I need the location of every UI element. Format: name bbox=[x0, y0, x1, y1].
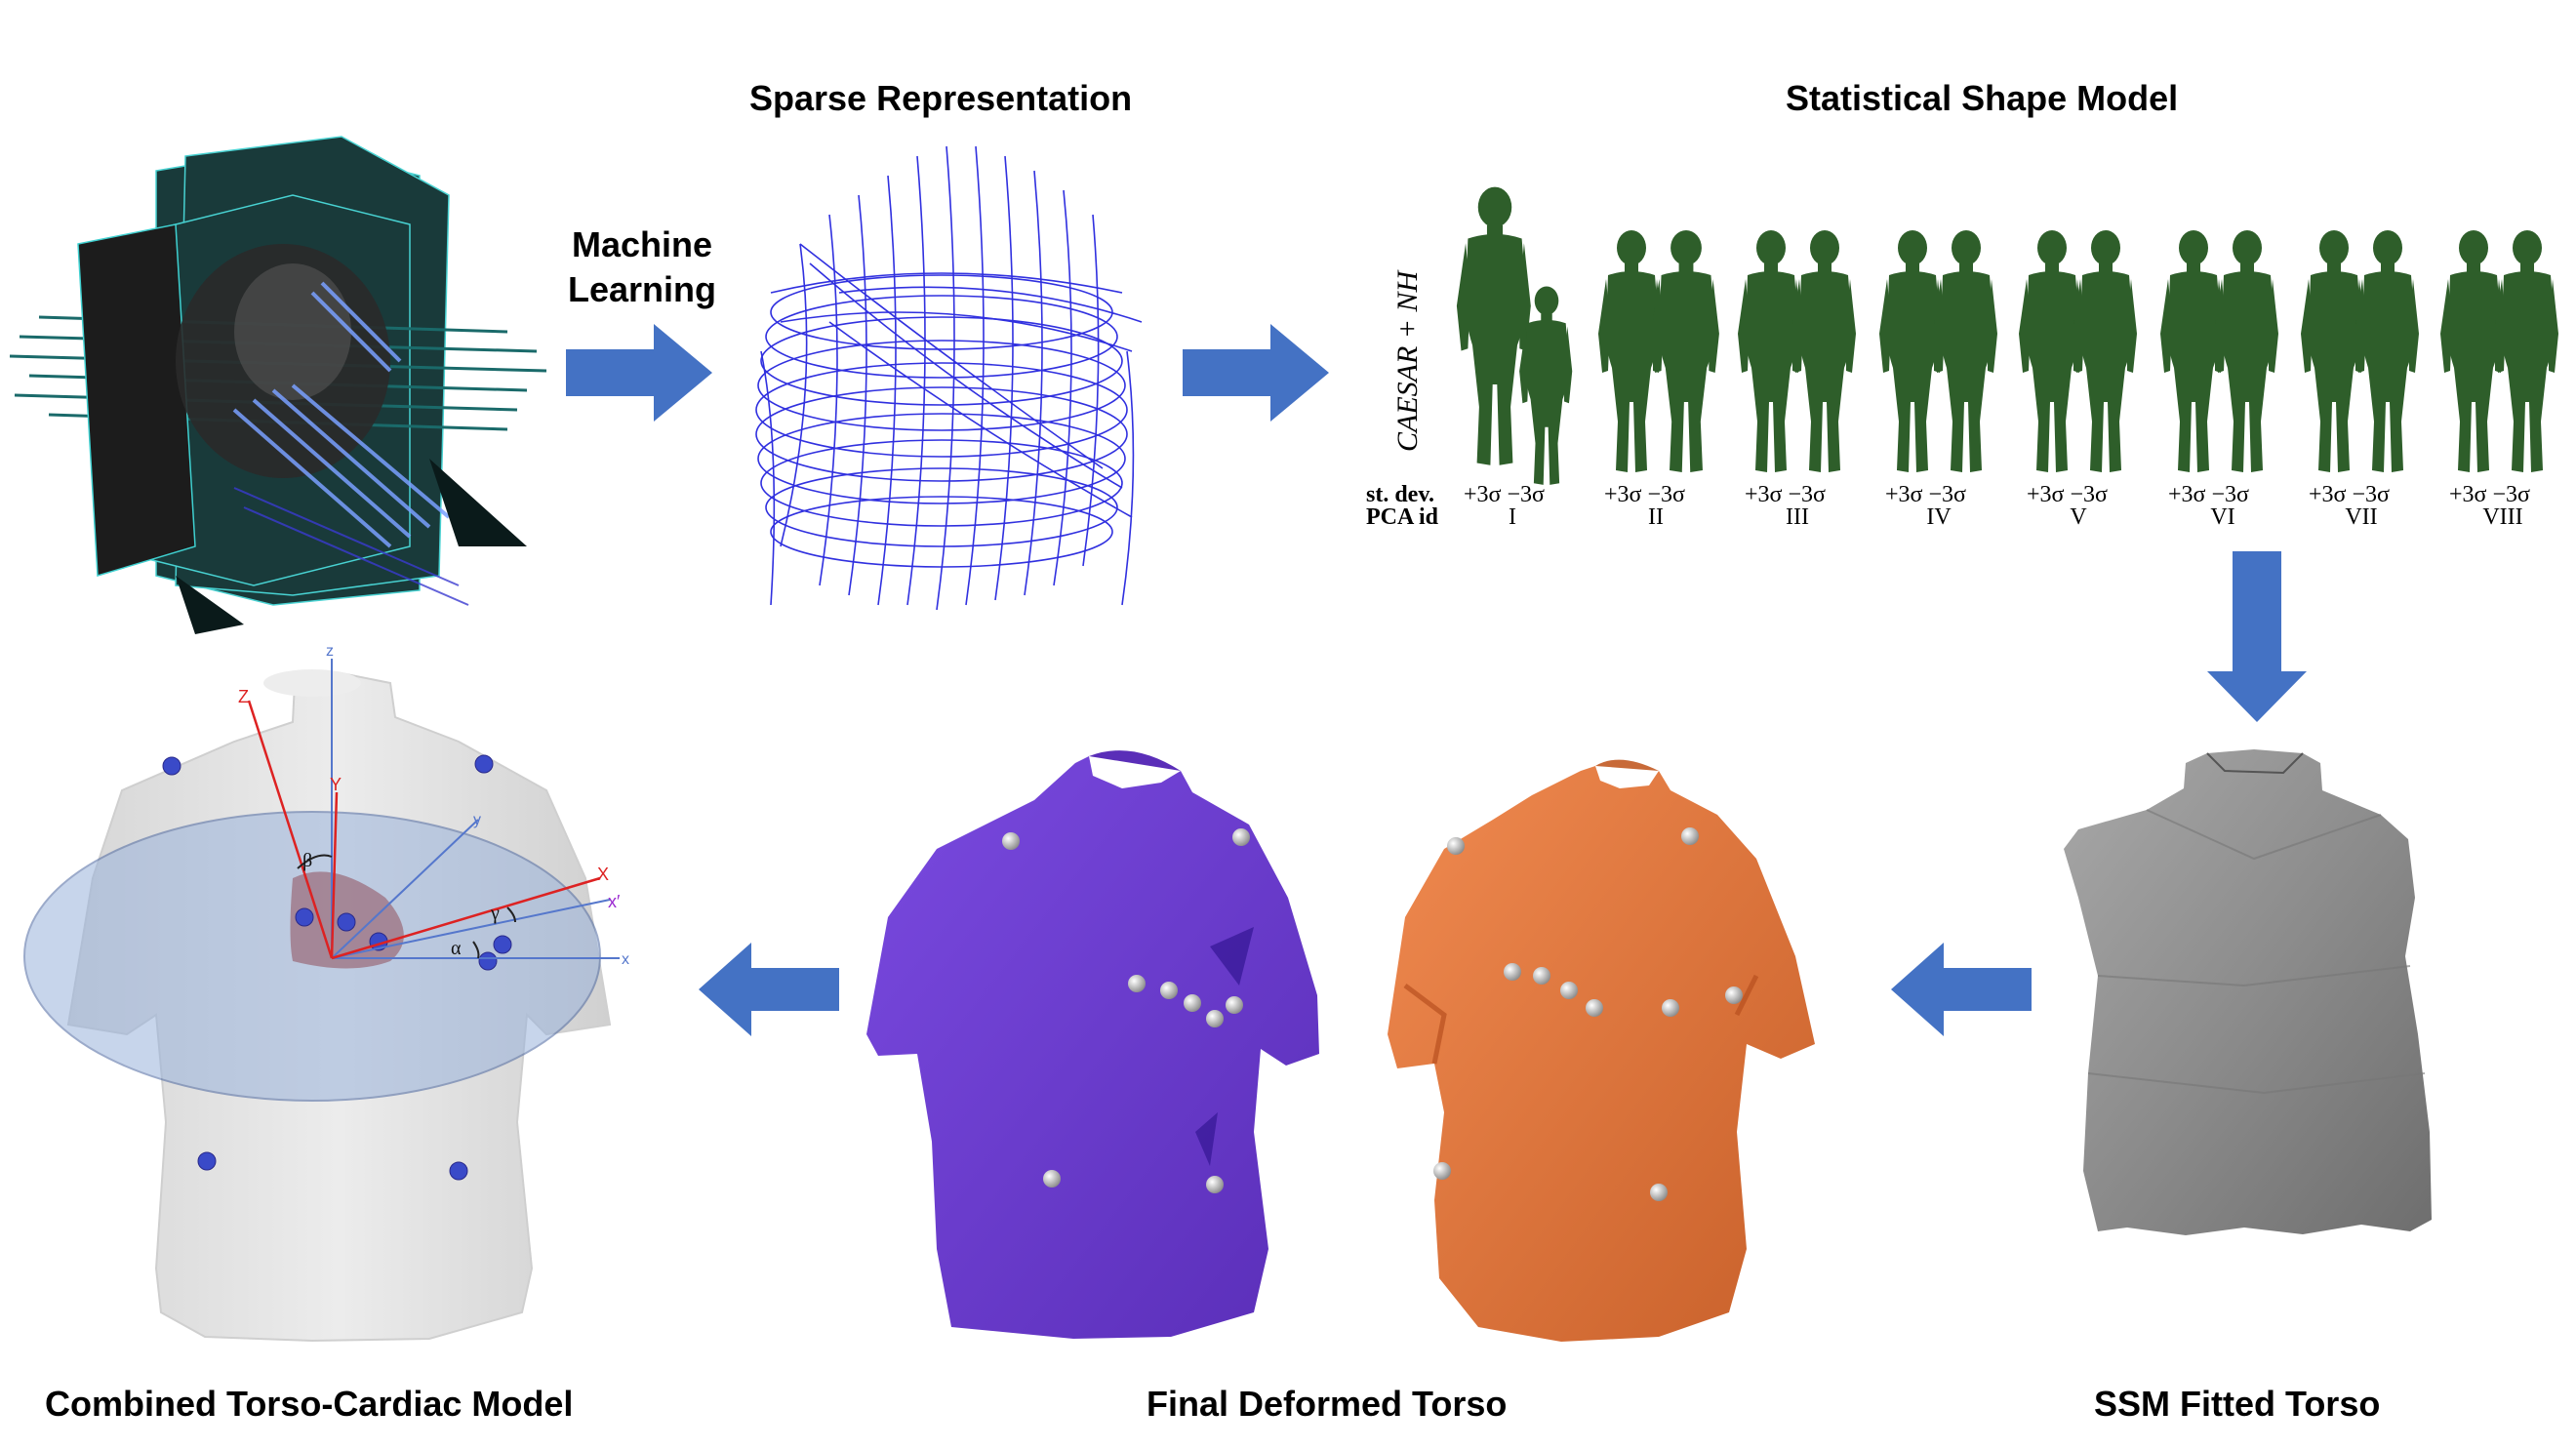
alpha-angle-label: α bbox=[451, 938, 462, 959]
orange-torso-image bbox=[1388, 759, 1815, 1342]
pca-id-8: VIII bbox=[2482, 504, 2522, 530]
gamma-angle-label: γ bbox=[490, 903, 500, 924]
axis-Y-label: Y bbox=[330, 775, 342, 794]
sparse-representation-image bbox=[755, 145, 1143, 611]
ssm-side-label: CAESAR + NH bbox=[1391, 268, 1424, 452]
sigma-pair-3: +3σ −3σ bbox=[1745, 482, 1826, 507]
axis-xprime-label: x′ bbox=[608, 892, 621, 911]
sigma-pair-2: +3σ −3σ bbox=[1604, 482, 1685, 507]
axis-Z-label: Z bbox=[238, 687, 249, 706]
pca-id-3: III bbox=[1786, 504, 1809, 530]
pca-id-2: II bbox=[1648, 504, 1664, 530]
arrow-ml bbox=[566, 324, 712, 422]
final-deformed-torso-caption: Final Deformed Torso bbox=[1147, 1384, 1508, 1424]
pca-id-4: IV bbox=[1926, 504, 1952, 530]
axis-z-label: z bbox=[326, 643, 334, 660]
axis-X-label: X bbox=[597, 865, 609, 884]
purple-torso-image bbox=[866, 750, 1319, 1339]
ssm-fitted-torso-image bbox=[2064, 749, 2432, 1235]
electrode-markers bbox=[1002, 828, 1250, 1193]
pca-id-label: PCA id bbox=[1366, 504, 1439, 530]
ssm-figures bbox=[1456, 186, 2558, 485]
machine-learning-line1: Machine bbox=[571, 224, 713, 264]
combined-torso-cardiac-image: z y x Z Y X x′ β α γ bbox=[23, 643, 629, 1343]
pca-id-1: I bbox=[1509, 504, 1516, 530]
flow-arrows bbox=[566, 324, 2307, 1036]
sigma-pair-8: +3σ −3σ bbox=[2449, 482, 2530, 507]
pca-id-row: I II III IV V VI VII VIII bbox=[1509, 504, 2523, 530]
pca-id-5: V bbox=[2070, 504, 2087, 530]
pca-id-6: VI bbox=[2210, 504, 2234, 530]
axis-x-label: x bbox=[622, 951, 629, 968]
sigma-pair-4: +3σ −3σ bbox=[1885, 482, 1966, 507]
machine-learning-line2: Learning bbox=[567, 269, 716, 309]
arrow-left-2 bbox=[699, 943, 839, 1036]
sigma-pair-6: +3σ −3σ bbox=[2168, 482, 2249, 507]
arrow-ssm bbox=[1183, 324, 1329, 422]
sigma-row: +3σ −3σ +3σ −3σ +3σ −3σ +3σ −3σ +3σ −3σ … bbox=[1464, 482, 2530, 507]
mri-stack-image bbox=[9, 136, 547, 634]
sigma-pair-7: +3σ −3σ bbox=[2309, 482, 2390, 507]
electrode-markers bbox=[1433, 827, 1743, 1201]
arrow-left-1 bbox=[1891, 943, 2032, 1036]
sparse-representation-title: Sparse Representation bbox=[749, 78, 1133, 118]
axis-y-label: y bbox=[473, 812, 481, 828]
machine-learning-label: Machine Learning bbox=[554, 222, 730, 312]
ssm-fitted-torso-caption: SSM Fitted Torso bbox=[2094, 1384, 2381, 1424]
pca-id-7: VII bbox=[2345, 504, 2377, 530]
sigma-pair-5: +3σ −3σ bbox=[2027, 482, 2108, 507]
beta-angle-label: β bbox=[302, 850, 312, 871]
combined-torso-cardiac-caption: Combined Torso-Cardiac Model bbox=[45, 1384, 574, 1424]
statistical-shape-model-title: Statistical Shape Model bbox=[1786, 78, 2179, 118]
arrow-down bbox=[2207, 551, 2307, 722]
sigma-pair-1: +3σ −3σ bbox=[1464, 482, 1545, 507]
stdev-label: st. dev. bbox=[1366, 482, 1434, 507]
